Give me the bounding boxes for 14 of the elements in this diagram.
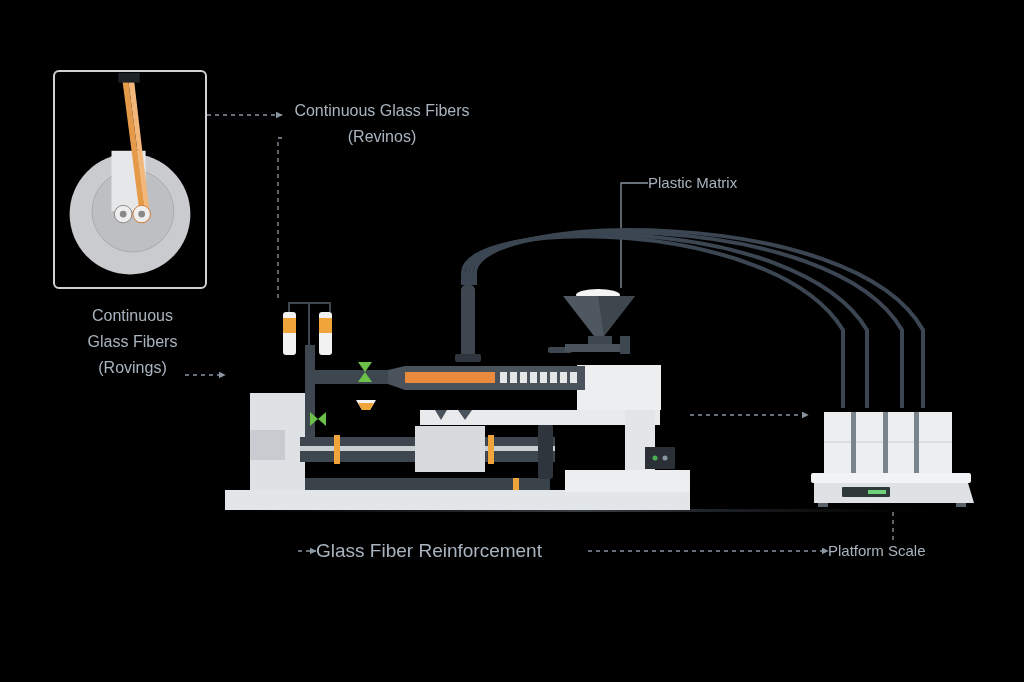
leader-line <box>277 137 283 301</box>
arrow <box>587 547 829 555</box>
callout-text: Plastic Matrix <box>648 172 760 194</box>
callout-text: Continuous Glass Fibers (Rovings) <box>80 303 185 381</box>
arrow <box>206 111 283 119</box>
callout-text: Platform Scale <box>828 540 952 562</box>
leader-line <box>620 182 649 289</box>
leader-line <box>892 511 894 541</box>
inset-frame <box>53 70 207 289</box>
callout-text: Continuous Glass Fibers (Revinos) <box>282 98 482 150</box>
callout-text: Glass Fiber Reinforcement <box>316 537 588 565</box>
arrow <box>184 371 226 379</box>
arrow <box>297 547 317 555</box>
arrow <box>689 411 809 419</box>
